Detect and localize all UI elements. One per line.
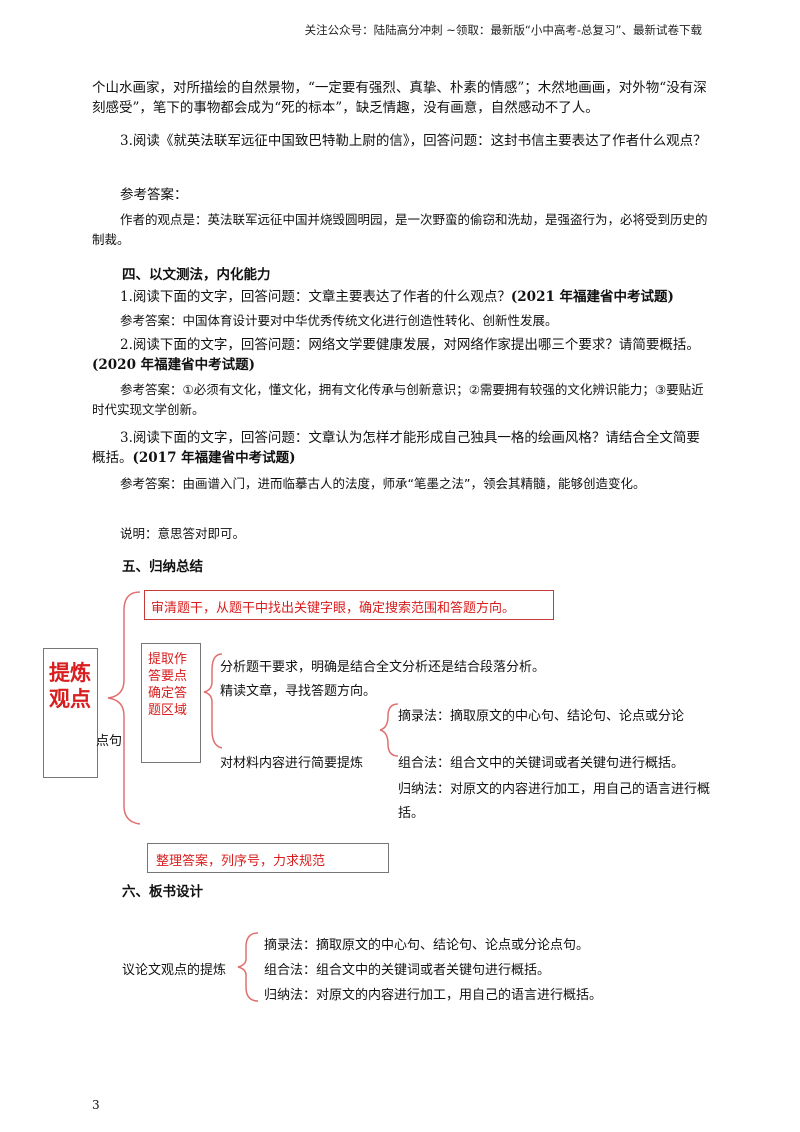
q3-answer: 作者的观点是：英法联军远征中国并烧毁圆明园，是一次野蛮的偷窃和洗劫，是强盗行为，… — [92, 212, 708, 247]
s4-q2-source: (2020 年福建省中考试题) — [92, 357, 256, 373]
method-induce: 归纳法：对原文的内容进行加工，用自己的语言进行概括。 — [398, 778, 714, 826]
board-item-3: 归纳法：对原文的内容进行加工，用自己的语言进行概括。 — [264, 988, 603, 1003]
step3-box — [147, 843, 389, 873]
method-extract: 摘录法：摘取原文的中心句、结论句、论点或分论 — [398, 705, 684, 724]
main-label: 提炼观点 — [49, 661, 91, 711]
method-combine: 组合法：组合文中的关键词或者关键句进行概括。 — [398, 752, 684, 771]
method-combine-text: ：组合文中的关键词或者关键句进行概括。 — [437, 756, 685, 771]
method-extract-name: 摘录法 — [398, 709, 438, 724]
board-brace-svg — [237, 932, 259, 1002]
board-item-2: 组合法：组合文中的关键词或者关键句进行概括。 — [264, 963, 551, 978]
outer-brace — [107, 591, 141, 825]
methods-brace — [379, 703, 399, 757]
page-number: 3 — [92, 1098, 100, 1112]
board-label: 议论文观点的提炼 — [122, 963, 227, 978]
step2-label-box — [141, 643, 201, 763]
section6-title: 六、板书设计 — [122, 884, 203, 900]
main-label-box — [43, 648, 98, 778]
page-header: 关注公众号：陆陆高分冲刺 ~领取：最新版“小中高考-总复习”、最新试卷下载 — [304, 23, 702, 37]
s4-q1: 1.阅读下面的文字，回答问题：文章主要表达了作者的什么观点？(2021 年福建省… — [92, 287, 710, 307]
step1-box — [144, 590, 554, 620]
step1-text: 审清题干，从题干中找出关键字眼，确定搜索范围和答题方向。 — [151, 601, 516, 616]
step2-label: 提取作答要点确定答题区域 — [148, 652, 188, 718]
s4-q2-text: 2.阅读下面的文字，回答问题：网络文学要健康发展，对网络作家提出哪三个要求？请简… — [120, 337, 700, 353]
method-combine-name: 组合法 — [398, 756, 438, 771]
section5-title: 五、归纳总结 — [122, 559, 203, 575]
overflow-text: 点句 — [96, 734, 123, 749]
summary-braces — [107, 591, 399, 825]
q3-question: 3.阅读《就英法联军远征中国致巴特勒上尉的信》，回答问题：这封书信主要表达了作者… — [120, 133, 707, 149]
method-induce-text: ：对原文的内容进行加工，用自己的语言进行概括。 — [398, 782, 711, 821]
intro-paragraph: 个山水画家，对所描绘的自然景物，“一定要有强烈、真挚、朴素的情感”；木然地画画，… — [92, 80, 707, 116]
method-extract-text: ：摘取原文的中心句、结论句、论点或分论 — [437, 709, 685, 724]
board-item-1: 摘录法：摘取原文的中心句、结论句、论点或分论点句。 — [264, 938, 590, 953]
s4-q1-text: 1.阅读下面的文字，回答问题：文章主要表达了作者的什么观点？ — [120, 289, 511, 305]
step2-sub-label: 对材料内容进行简要提炼 — [220, 756, 364, 771]
q3-ref-label: 参考答案： — [120, 187, 188, 203]
s4-a3: 参考答案：由画谱入门，进而临摹古人的法度，师承“笔墨之法”，领会其精髓，能够创造… — [120, 476, 646, 491]
s4-q2: 2.阅读下面的文字，回答问题：网络文学要健康发展，对网络作家提出哪三个要求？请简… — [92, 335, 710, 375]
s4-q3: 3.阅读下面的文字，回答问题：文章认为怎样才能形成自己独具一格的绘画风格？请结合… — [92, 428, 710, 468]
s4-a1: 参考答案：中国体育设计要对中华优秀传统文化进行创造性转化、创新性发展。 — [120, 313, 558, 328]
board-brace — [237, 932, 259, 1002]
inner-brace — [203, 653, 223, 749]
section4-title: 四、以文测法，内化能力 — [122, 267, 271, 283]
s4-q3-text: 3.阅读下面的文字，回答问题：文章认为怎样才能形成自己独具一格的绘画风格？请结合… — [92, 430, 700, 466]
method-induce-name: 归纳法 — [398, 782, 438, 797]
step2-item-1: 分析题干要求，明确是结合全文分析还是结合段落分析。 — [220, 660, 546, 675]
s4-note: 说明：意思答对即可。 — [120, 526, 246, 541]
step2-item-2: 精读文章，寻找答题方向。 — [220, 684, 377, 699]
step3-text: 整理答案，列序号，力求规范 — [156, 854, 326, 869]
s4-a2: 参考答案：①必须有文化，懂文化，拥有文化传承与创新意识；②需要拥有较强的文化辨识… — [92, 382, 704, 417]
s4-q1-source: (2021 年福建省中考试题) — [510, 289, 674, 305]
s4-q3-source: (2017 年福建省中考试题) — [132, 450, 296, 466]
